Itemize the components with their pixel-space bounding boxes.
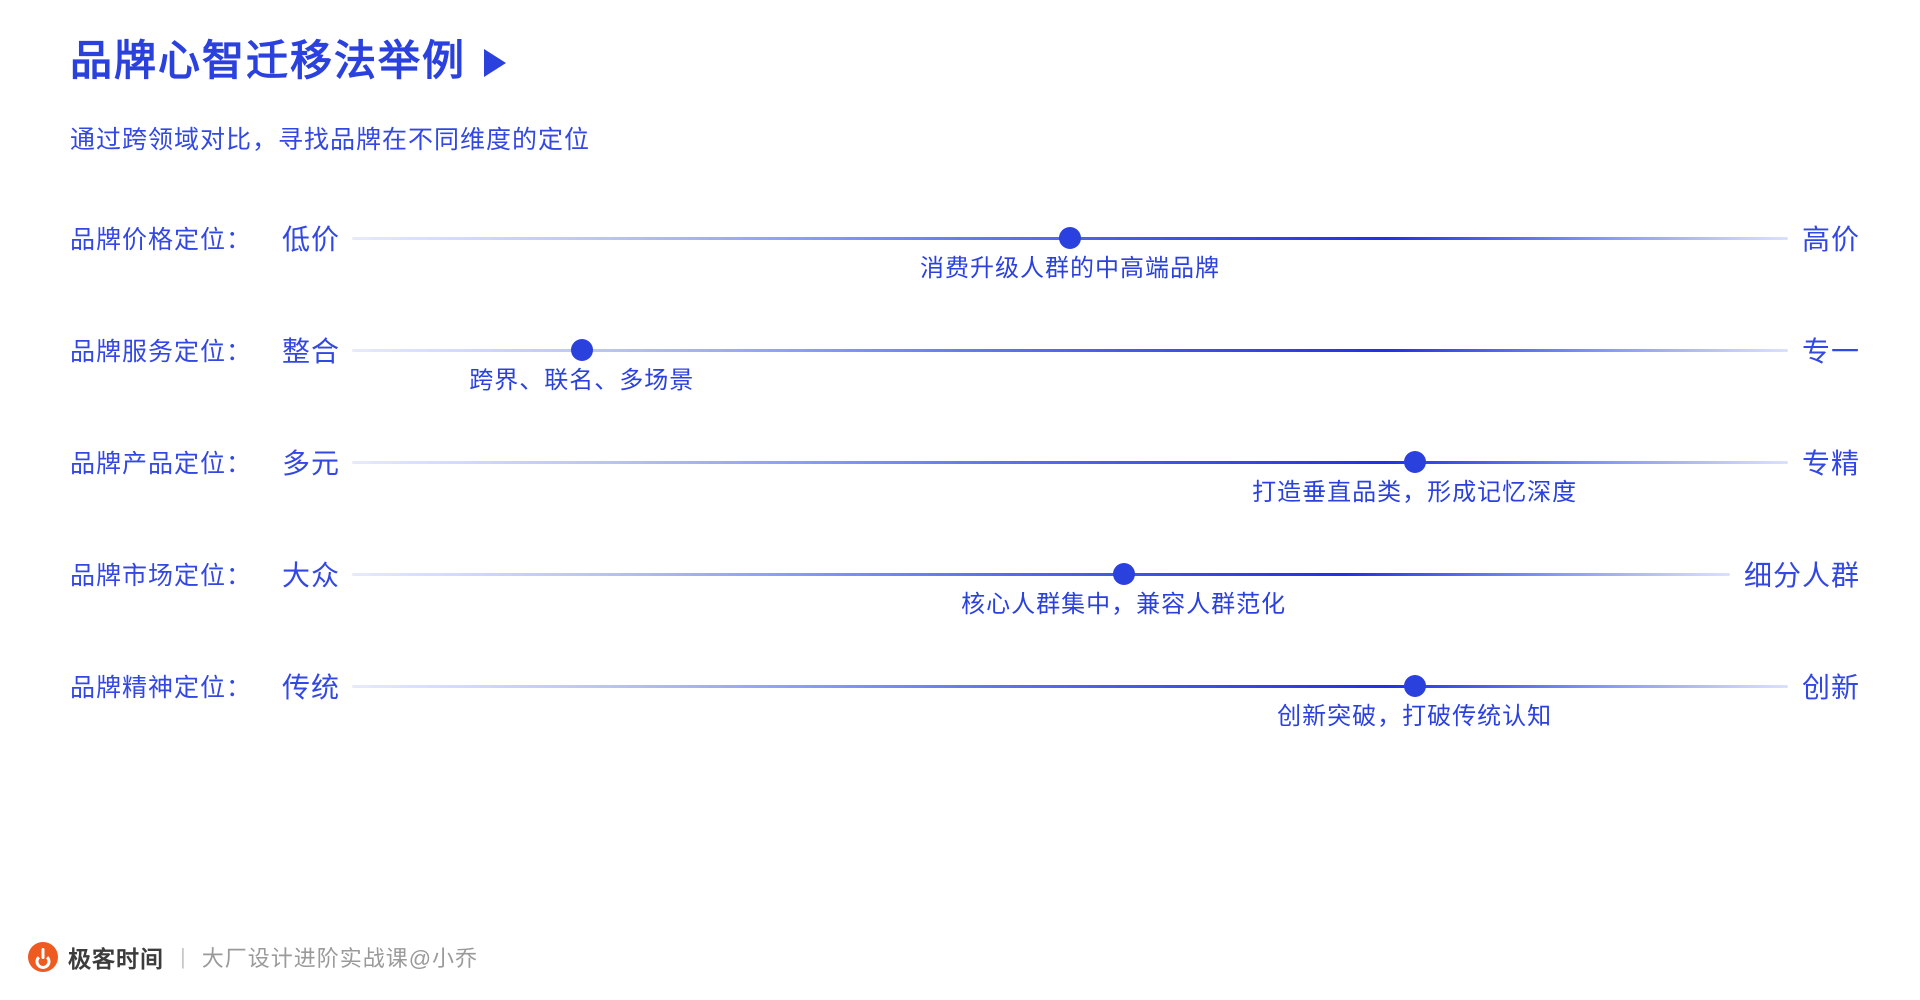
slider-row: 品牌价格定位： 低价 高价 消费升级人群的中高端品牌 (70, 196, 1860, 308)
footer-branding: 极客时间 | 大厂设计进阶实战课@小乔 (28, 940, 478, 974)
slider-row-label: 品牌产品定位： (70, 450, 253, 478)
slider-handle[interactable] (1059, 227, 1081, 249)
slider-row-label: 品牌价格定位： (70, 226, 253, 254)
footer-brand-name: 极客时间 (68, 946, 164, 972)
slide-header: 品牌心智迁移法举例 通过跨领域对比，寻找品牌在不同维度的定位 (70, 40, 590, 156)
slider-cap-right: 专一 (1801, 336, 1860, 367)
title-row: 品牌心智迁移法举例 (70, 40, 590, 82)
slider-handle[interactable] (1403, 451, 1426, 473)
slider-cap-right: 创新 (1801, 672, 1860, 703)
slider-cap-right: 细分人群 (1743, 560, 1860, 591)
slider-annotation: 打造垂直品类，形成记忆深度 (1252, 479, 1578, 506)
play-triangle-icon (484, 49, 507, 77)
slider-row-line: 品牌市场定位： 大众 细分人群 (70, 554, 1860, 594)
slider-cap-right: 专精 (1801, 448, 1860, 479)
slider-track[interactable] (352, 461, 1788, 464)
slider-track-wrap[interactable] (352, 224, 1788, 252)
slider-cap-left: 多元 (282, 448, 341, 479)
slider-track-wrap[interactable] (352, 672, 1788, 700)
page-title: 品牌心智迁移法举例 (70, 37, 467, 84)
slider-track[interactable] (352, 573, 1730, 576)
slider-row: 品牌精神定位： 传统 创新 创新突破，打破传统认知 (70, 644, 1860, 756)
slider-track-wrap[interactable] (352, 560, 1730, 588)
slider-row-label: 品牌精神定位： (70, 674, 253, 702)
slider-annotation: 消费升级人群的中高端品牌 (920, 255, 1220, 282)
slider-cap-right: 高价 (1801, 224, 1860, 255)
slider-handle[interactable] (1112, 563, 1135, 585)
slider-cap-left: 大众 (282, 560, 341, 591)
slider-cap-left: 低价 (282, 224, 341, 255)
slider-track[interactable] (352, 349, 1788, 352)
slider-handle[interactable] (1403, 675, 1426, 697)
slider-track-wrap[interactable] (352, 336, 1788, 364)
slider-annotation: 核心人群集中，兼容人群范化 (961, 591, 1287, 618)
slider-row-line: 品牌产品定位： 多元 专精 (70, 442, 1860, 482)
slider-row: 品牌服务定位： 整合 专一 跨界、联名、多场景 (70, 308, 1860, 420)
slider-annotation: 创新突破，打破传统认知 (1277, 703, 1553, 730)
slider-row-line: 品牌价格定位： 低价 高价 (70, 218, 1860, 258)
slider-cap-left: 整合 (282, 336, 341, 367)
page-subtitle: 通过跨领域对比，寻找品牌在不同维度的定位 (70, 126, 591, 154)
geekbang-logo-icon (28, 942, 58, 972)
slider-row-label: 品牌市场定位： (70, 562, 253, 590)
slider-cap-left: 传统 (282, 672, 341, 703)
slider-row-line: 品牌精神定位： 传统 创新 (70, 666, 1860, 706)
slider-row: 品牌产品定位： 多元 专精 打造垂直品类，形成记忆深度 (70, 420, 1860, 532)
slider-track-wrap[interactable] (352, 448, 1788, 476)
footer-divider: | (180, 944, 186, 969)
slider-row-label: 品牌服务定位： (70, 338, 253, 366)
slider-rows: 品牌价格定位： 低价 高价 消费升级人群的中高端品牌 品牌服务定位： 整合 专一 (70, 196, 1860, 756)
footer-course-name: 大厂设计进阶实战课@小乔 (201, 946, 479, 971)
slider-row-line: 品牌服务定位： 整合 专一 (70, 330, 1860, 370)
slider-track[interactable] (352, 685, 1788, 688)
slider-annotation: 跨界、联名、多场景 (469, 367, 695, 394)
slider-row: 品牌市场定位： 大众 细分人群 核心人群集中，兼容人群范化 (70, 532, 1860, 644)
slider-handle[interactable] (570, 339, 593, 361)
